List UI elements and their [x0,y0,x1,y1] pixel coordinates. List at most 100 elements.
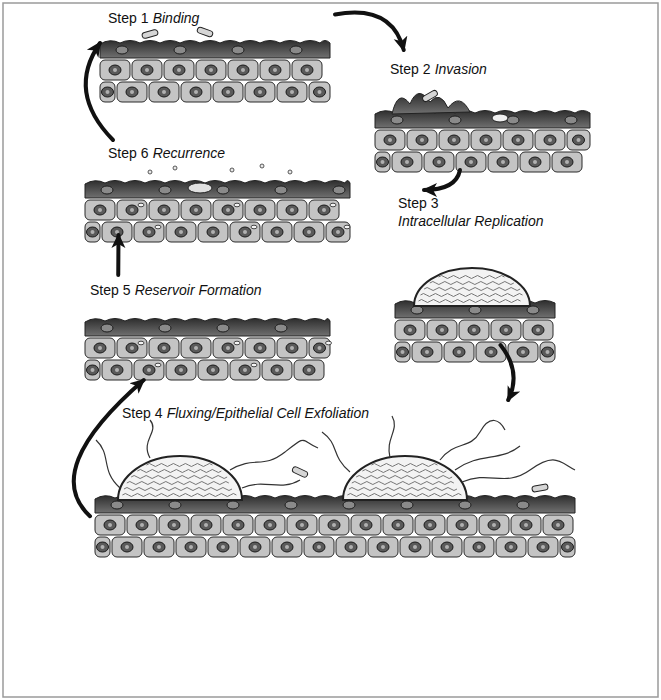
cell-nucleolus [147,368,151,372]
cycle-arrow [74,380,144,516]
filamentous-bacterium [242,480,300,488]
cell-nucleus [424,520,436,530]
cell-nucleolus [162,90,166,94]
cell-nucleus [453,347,465,357]
cell-nucleus [313,542,325,552]
epithelial-cell [198,222,228,242]
cell-nucleus [254,87,266,97]
cell-nucleolus [452,138,456,142]
cell-nucleolus [236,523,240,527]
figure-frame [3,3,658,697]
cell-nucleus [153,542,165,552]
epithelial-cell [159,515,189,535]
epithelial-cell [496,537,526,557]
quiescent-bacterium [326,341,332,345]
cell-nucleolus [226,208,230,212]
epithelial-cell [85,360,100,380]
cell-nucleus [275,186,287,194]
cell-nucleolus [172,523,176,527]
cell-nucleus [102,87,114,97]
cycle-arrow [86,43,113,140]
epithelial-cell [395,320,425,340]
cell-nucleolus [162,346,166,350]
cell-nucleolus [457,350,461,354]
cell-nucleolus [268,523,272,527]
cell-nucleus [343,501,355,509]
cell-nucleolus [211,230,215,234]
step-title: Invasion [435,61,487,77]
quiescent-bacterium [251,225,257,229]
epithelial-cell [439,130,469,150]
cell-nucleus [497,157,509,167]
epithelial-cell [208,537,238,557]
cell-nucleolus [113,68,117,72]
epithelial-cell [100,60,130,80]
bacteria-mass [124,488,232,491]
cell-nucleolus [194,346,198,350]
epithelial-cell [230,360,260,380]
cell-nucleolus [472,328,476,332]
cell-nucleolus [381,160,385,164]
cell-nucleolus [318,346,322,350]
cell-nucleolus [336,230,340,234]
cell-nucleus [173,65,185,75]
cell-nucleus [286,87,298,97]
epithelial-cell [375,152,390,172]
cell-nucleus [264,520,276,530]
step-title: Recurrence [153,145,225,161]
cell-nucleus [314,343,326,353]
cell-nucleus [473,542,485,552]
cell-nucleolus [106,90,110,94]
cell-nucleus [217,324,229,332]
cell-nucleolus [226,90,230,94]
epithelial-cell [245,200,275,220]
epithelial-cell [424,152,454,172]
cell-nucleus [271,227,283,237]
cell-nucleus [121,542,133,552]
cell-nucleus [436,325,448,335]
step-panel: Step 1Binding [100,5,335,100]
cell-nucleus [207,365,219,375]
cell-nucleolus [241,68,245,72]
epithelial-cell [326,222,350,242]
cell-nucleolus [179,368,183,372]
cell-nucleolus [101,545,105,549]
cell-nucleolus [405,160,409,164]
cell-nucleus [345,542,357,552]
cell-nucleus [397,347,409,357]
cell-nucleus [448,135,460,145]
quiescent-bacterium [234,341,240,345]
cell-nucleus [271,365,283,375]
cell-nucleolus [318,90,322,94]
cell-nucleus [217,542,229,552]
cell-nucleus [101,324,113,332]
cell-nucleus [254,343,266,353]
filamentous-bacterium [440,420,505,460]
cell-nucleus [97,542,109,552]
filamentous-bacterium [96,440,120,488]
epithelial-cell [181,82,211,102]
epithelial-cell [196,60,226,80]
cell-nucleolus [425,350,429,354]
epithelial-cell [412,342,442,362]
epithelial-cell [132,60,162,80]
cell-nucleolus [204,523,208,527]
epithelial-cell [368,537,398,557]
bacteria-mass [371,464,437,467]
cell-nucleolus [381,545,385,549]
cycle-arrow [116,235,120,275]
epithelial-cell [134,360,164,380]
cell-nucleolus [253,545,257,549]
cell-nucleus [205,65,217,75]
released-bacterium [230,168,234,172]
step-number: Step 2 [390,61,430,77]
cell-nucleolus [516,138,520,142]
bacteria-mass [362,470,446,473]
cell-nucleolus [401,350,405,354]
quiescent-bacterium [138,341,144,345]
cell-nucleolus [566,545,570,549]
cell-nucleus [239,227,251,237]
cell-nucleus [143,365,155,375]
cell-nucleolus [273,68,277,72]
cell-nucleolus [428,523,432,527]
